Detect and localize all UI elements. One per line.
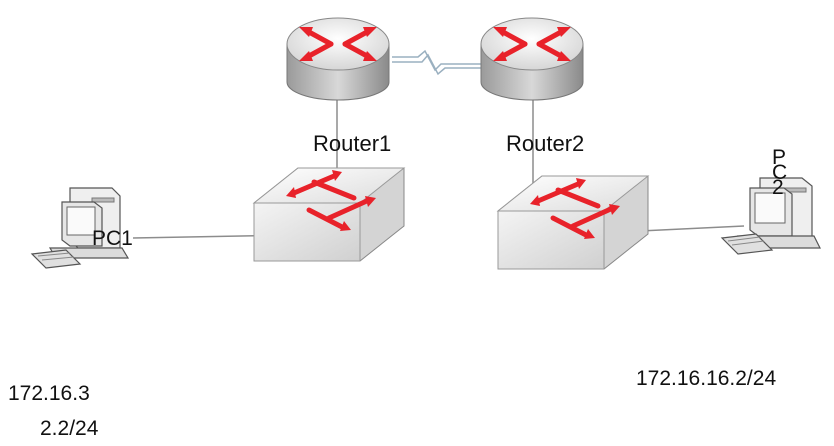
switch2-icon[interactable] bbox=[496, 175, 650, 270]
switch1-icon[interactable] bbox=[252, 167, 406, 262]
router1-icon[interactable] bbox=[286, 17, 390, 101]
pc1-icon[interactable] bbox=[30, 187, 130, 269]
pc1-ip-line2: 2.2/24 bbox=[40, 417, 99, 440]
pc1-ip-line1: 172.16.3 bbox=[8, 382, 90, 405]
router1-label: Router1 bbox=[313, 131, 392, 156]
network-diagram bbox=[30, 17, 821, 270]
pc2-icon[interactable] bbox=[720, 177, 821, 255]
pc1-label: PC1 bbox=[92, 227, 133, 250]
router2-icon[interactable] bbox=[480, 17, 584, 101]
pc2-label: PC2 bbox=[772, 146, 788, 199]
router2-label: Router2 bbox=[506, 131, 585, 156]
pc1-ip-address: 172.16.3 2.2/24 bbox=[8, 376, 126, 446]
link-serial-router1-router2 bbox=[392, 49, 482, 72]
links bbox=[132, 49, 745, 239]
pc2-ip-address: 172.16.16.2/24 bbox=[636, 367, 777, 390]
